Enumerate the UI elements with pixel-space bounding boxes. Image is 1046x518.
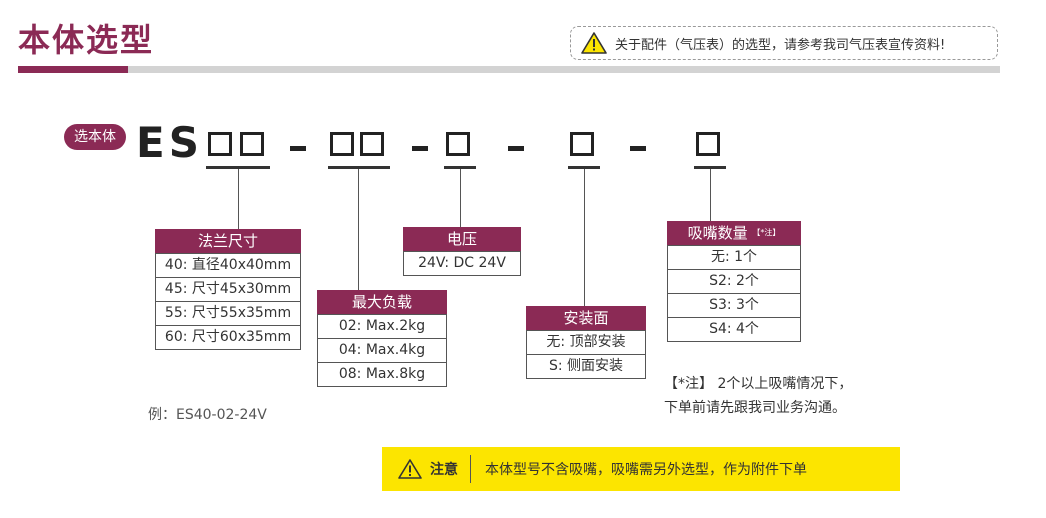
connector-line <box>238 169 239 230</box>
suction-count-table: 吸嘴数量 【*注】 无: 1个 S2: 2个 S3: 3个 S4: 4个 <box>667 221 801 342</box>
page-title: 本体选型 <box>18 21 155 59</box>
code-slot-box <box>208 132 232 156</box>
connector-line <box>460 169 461 228</box>
connector-line <box>710 169 711 221</box>
select-body-badge: 选本体 <box>64 124 126 150</box>
table-header: 吸嘴数量 【*注】 <box>667 221 801 245</box>
footnote-line: 【*注】 2个以上吸嘴情况下， <box>664 376 853 392</box>
warning-label: 注意 <box>430 462 458 478</box>
code-dash <box>630 146 646 151</box>
code-dash <box>290 146 306 151</box>
table-row: 02: Max.2kg <box>317 314 447 339</box>
table-header: 安装面 <box>526 306 646 330</box>
table-row: 无: 顶部安装 <box>526 330 646 355</box>
notice-box: 关于配件（气压表）的选型，请参考我司气压表宣传资料! <box>570 26 998 60</box>
table-row: 04: Max.4kg <box>317 339 447 363</box>
code-slot-box <box>446 132 470 156</box>
table-header-label: 吸嘴数量 <box>687 224 748 242</box>
code-dash <box>508 146 524 151</box>
table-row: S2: 2个 <box>667 270 801 294</box>
table-row: S3: 3个 <box>667 294 801 318</box>
notice-text: 关于配件（气压表）的选型，请参考我司气压表宣传资料! <box>615 37 946 53</box>
table-row: S4: 4个 <box>667 318 801 342</box>
divider <box>470 455 471 483</box>
footnote: 【*注】 2个以上吸嘴情况下， 下单前请先跟我司业务沟通。 <box>664 372 852 420</box>
table-row: 60: 尺寸60x35mm <box>155 326 301 350</box>
table-row: 40: 直径40x40mm <box>155 253 301 278</box>
flange-size-table: 法兰尺寸 40: 直径40x40mm 45: 尺寸45x30mm 55: 尺寸5… <box>155 229 301 350</box>
max-load-table: 最大负载 02: Max.2kg 04: Max.4kg 08: Max.8kg <box>317 290 447 387</box>
footnote-line: 下单前请先跟我司业务沟通。 <box>664 400 846 416</box>
table-row: 无: 1个 <box>667 245 801 270</box>
table-row: 08: Max.8kg <box>317 363 447 387</box>
header-rule-accent <box>18 66 128 73</box>
connector-line <box>358 169 359 291</box>
table-row: 24V: DC 24V <box>403 251 521 276</box>
warning-text: 本体型号不含吸嘴，吸嘴需另外选型，作为附件下单 <box>485 462 807 478</box>
table-header: 最大负载 <box>317 290 447 314</box>
mount-surface-table: 安装面 无: 顶部安装 S: 侧面安装 <box>526 306 646 379</box>
code-dash <box>412 146 428 151</box>
code-slot-box <box>696 132 720 156</box>
table-row: 45: 尺寸45x30mm <box>155 278 301 302</box>
voltage-table: 电压 24V: DC 24V <box>403 227 521 276</box>
code-slot-underline <box>694 166 726 169</box>
code-slot-underline <box>328 166 390 169</box>
table-header: 电压 <box>403 227 521 251</box>
header-rule <box>128 66 1000 73</box>
warning-icon <box>581 32 607 54</box>
warning-icon <box>398 459 422 479</box>
example-text: 例：ES40-02-24V <box>148 407 267 423</box>
code-slot-underline <box>568 166 600 169</box>
table-row: S: 侧面安装 <box>526 355 646 379</box>
model-prefix: ES <box>136 118 203 167</box>
connector-line <box>584 169 585 306</box>
code-slot-underline <box>206 166 270 169</box>
code-slot-underline <box>444 166 476 169</box>
code-slot-box <box>360 132 384 156</box>
warning-banner: 注意 本体型号不含吸嘴，吸嘴需另外选型，作为附件下单 <box>382 447 900 491</box>
code-slot-box <box>240 132 264 156</box>
table-row: 55: 尺寸55x35mm <box>155 302 301 326</box>
note-mark: 【*注】 <box>752 228 781 237</box>
code-slot-box <box>330 132 354 156</box>
table-header: 法兰尺寸 <box>155 229 301 253</box>
code-slot-box <box>570 132 594 156</box>
